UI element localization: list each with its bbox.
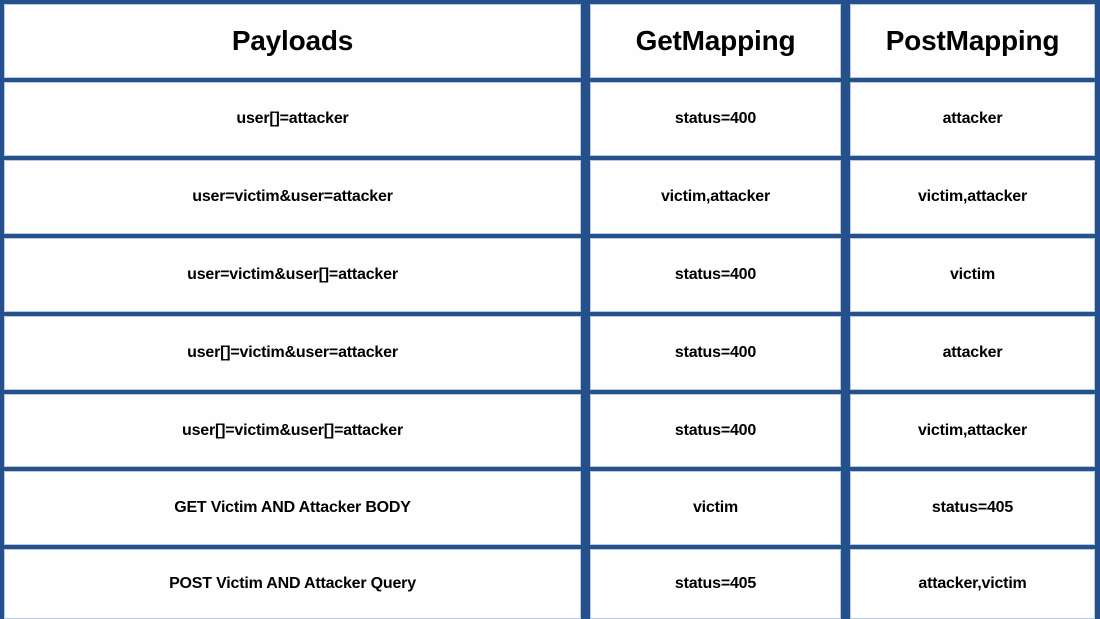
cell-post-mapping: status=405: [931, 499, 1014, 517]
cell-payload: user[]=victim&user[]=attacker: [182, 421, 403, 439]
table-row: victim: [850, 238, 1095, 312]
table-row: user[]=attacker: [4, 82, 581, 156]
cell-payload: GET Victim AND Attacker BODY: [174, 499, 411, 517]
table-row: GET Victim AND Attacker BODY: [4, 471, 581, 545]
table-row: attacker,victim: [850, 549, 1095, 619]
cell-get-mapping: status=400: [674, 421, 757, 439]
cell-get-mapping: status=400: [674, 266, 757, 284]
column-header-payloads: Payloads: [4, 4, 581, 78]
cell-get-mapping: status=405: [674, 575, 757, 593]
table-row: user[]=victim&user[]=attacker: [4, 394, 581, 467]
cell-get-mapping: victim: [692, 499, 739, 517]
table-row: user=victim&user=attacker: [4, 160, 581, 234]
table-row: victim,attacker: [850, 394, 1095, 467]
column-header-postmapping-label: PostMapping: [885, 24, 1060, 56]
cell-get-mapping: status=400: [674, 344, 757, 362]
column-header-getmapping-label: GetMapping: [635, 24, 796, 56]
table-row: status=400: [590, 394, 841, 467]
table-row: victim: [590, 471, 841, 545]
table-row: user[]=victim&user=attacker: [4, 316, 581, 390]
cell-post-mapping: victim: [949, 266, 996, 284]
cell-payload: user=victim&user=attacker: [192, 188, 393, 206]
cell-get-mapping: victim,attacker: [660, 188, 771, 206]
cell-payload: POST Victim AND Attacker Query: [169, 575, 416, 593]
cell-get-mapping: status=400: [674, 110, 757, 128]
cell-post-mapping: attacker: [942, 110, 1003, 128]
table-row: POST Victim AND Attacker Query: [4, 549, 581, 619]
cell-post-mapping: victim,attacker: [917, 188, 1028, 206]
cell-post-mapping: attacker: [942, 344, 1003, 362]
table-row: user=victim&user[]=attacker: [4, 238, 581, 312]
column-header-payloads-label: Payloads: [231, 24, 354, 56]
table-row: attacker: [850, 316, 1095, 390]
column-header-postmapping: PostMapping: [850, 4, 1095, 78]
table-row: status=400: [590, 82, 841, 156]
table-row: attacker: [850, 82, 1095, 156]
cell-payload: user=victim&user[]=attacker: [187, 266, 398, 284]
column-header-getmapping: GetMapping: [590, 4, 841, 78]
table-row: status=405: [590, 549, 841, 619]
table-row: status=400: [590, 316, 841, 390]
cell-post-mapping: victim,attacker: [917, 421, 1028, 439]
table-row: victim,attacker: [590, 160, 841, 234]
table-row: status=405: [850, 471, 1095, 545]
table-row: status=400: [590, 238, 841, 312]
cell-payload: user[]=victim&user=attacker: [187, 344, 398, 362]
table-row: victim,attacker: [850, 160, 1095, 234]
cell-payload: user[]=attacker: [236, 110, 349, 128]
cell-post-mapping: attacker,victim: [918, 575, 1027, 593]
